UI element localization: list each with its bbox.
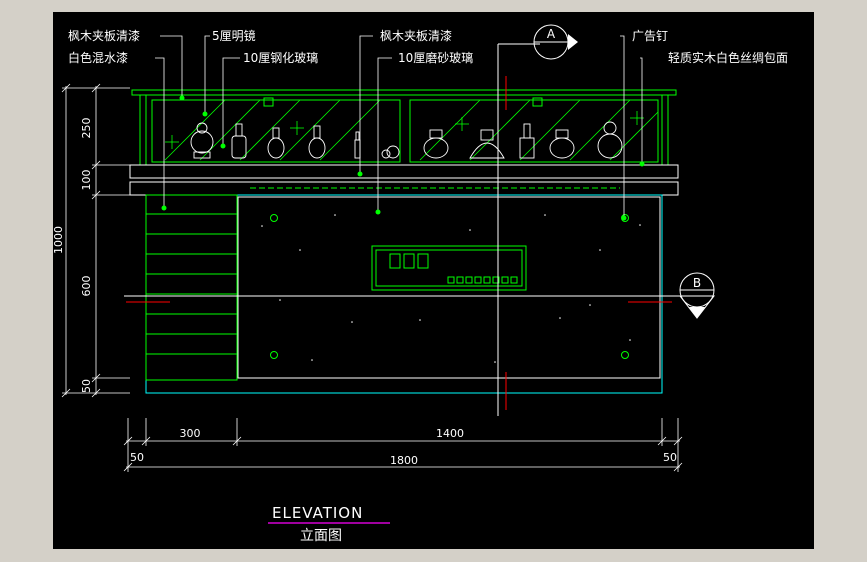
nail-bottom-left: [270, 351, 278, 359]
section-mark-a-label: A: [547, 27, 556, 41]
vertical-dimension-text: 250 100 1000 600 50: [52, 118, 93, 394]
drawing-canvas: A B 枫木夹板清漆 白色混水漆 5厘明镜 10厘钢化玻璃 枫木夹板清漆 10厘…: [52, 12, 814, 549]
case-top-rail: [131, 89, 677, 96]
title-cn: 立面图: [300, 528, 342, 544]
section-mark-b-label: B: [693, 276, 701, 290]
bottle-4: [308, 125, 326, 159]
label-tempered-glass: 10厘钢化玻璃: [243, 51, 318, 65]
section-lines: [124, 43, 700, 416]
bottle-3: [267, 127, 285, 159]
dim-100: 100: [80, 170, 93, 191]
label-maple-lacquer-mid: 枫木夹板清漆: [380, 28, 452, 43]
label-mirror: 5厘明镜: [212, 28, 256, 43]
light-fixture-right: [532, 97, 543, 107]
dim-50-left: 50: [130, 451, 144, 464]
dim-600: 600: [80, 276, 93, 297]
glass-hatching: [164, 99, 659, 161]
title-en: ELEVATION: [272, 504, 363, 522]
label-white-paint: 白色混水漆: [68, 50, 128, 65]
nail-bottom-right: [621, 351, 629, 359]
dim-300: 300: [180, 427, 201, 440]
bottle-11: [597, 121, 623, 159]
dim-1000: 1000: [53, 226, 65, 254]
label-frosted-glass: 10厘磨砂玻璃: [398, 51, 473, 65]
bottle-5: [354, 131, 361, 159]
bottle-10: [549, 129, 575, 159]
logo-sign: [371, 245, 527, 291]
label-maple-lacquer-left: 枫木夹板清漆: [68, 28, 140, 43]
label-ad-nail: 广告钉: [632, 29, 668, 43]
callout-labels: 枫木夹板清漆 白色混水漆 5厘明镜 10厘钢化玻璃 枫木夹板清漆 10厘磨砂玻璃…: [68, 28, 788, 65]
dim-50: 50: [80, 379, 93, 393]
light-fixture-left: [263, 97, 274, 107]
panel-speckle: [261, 214, 641, 363]
leader-dots: [161, 95, 645, 221]
case-crosshairs: [165, 111, 644, 149]
front-panel: [237, 196, 661, 379]
title-block: ELEVATION 立面图: [268, 504, 390, 544]
elevation-drawing: A B 枫木夹板清漆 白色混水漆 5厘明镜 10厘钢化玻璃 枫木夹板清漆 10厘…: [52, 24, 788, 544]
dim-1400: 1400: [436, 427, 464, 440]
bottle-8: [469, 129, 505, 159]
horizontal-dimensions: [123, 418, 683, 472]
bottle-1: [190, 122, 214, 159]
label-silk-wrap: 轻质实木白色丝绸包面: [668, 50, 788, 65]
bottle-6: [381, 145, 400, 159]
display-case: [131, 89, 677, 166]
dim-1800: 1800: [390, 454, 418, 467]
bottle-9: [519, 123, 535, 159]
section-mark-a: A: [533, 24, 578, 60]
bottle-7: [423, 129, 449, 159]
case-left-window: [151, 99, 401, 163]
dim-50-right: 50: [663, 451, 677, 464]
bottle-2: [231, 123, 247, 159]
counter-top: [129, 164, 679, 196]
leaders: [155, 35, 643, 218]
dim-250: 250: [80, 118, 93, 139]
horizontal-dimension-text: 300 1400 50 1800 50: [130, 427, 677, 467]
section-mark-b: B: [678, 272, 716, 319]
nail-top-left: [270, 214, 278, 222]
case-right-window: [409, 99, 659, 163]
perfume-bottles: [190, 121, 623, 159]
vertical-dimensions: [61, 83, 130, 398]
counter-shelves: [145, 194, 238, 381]
